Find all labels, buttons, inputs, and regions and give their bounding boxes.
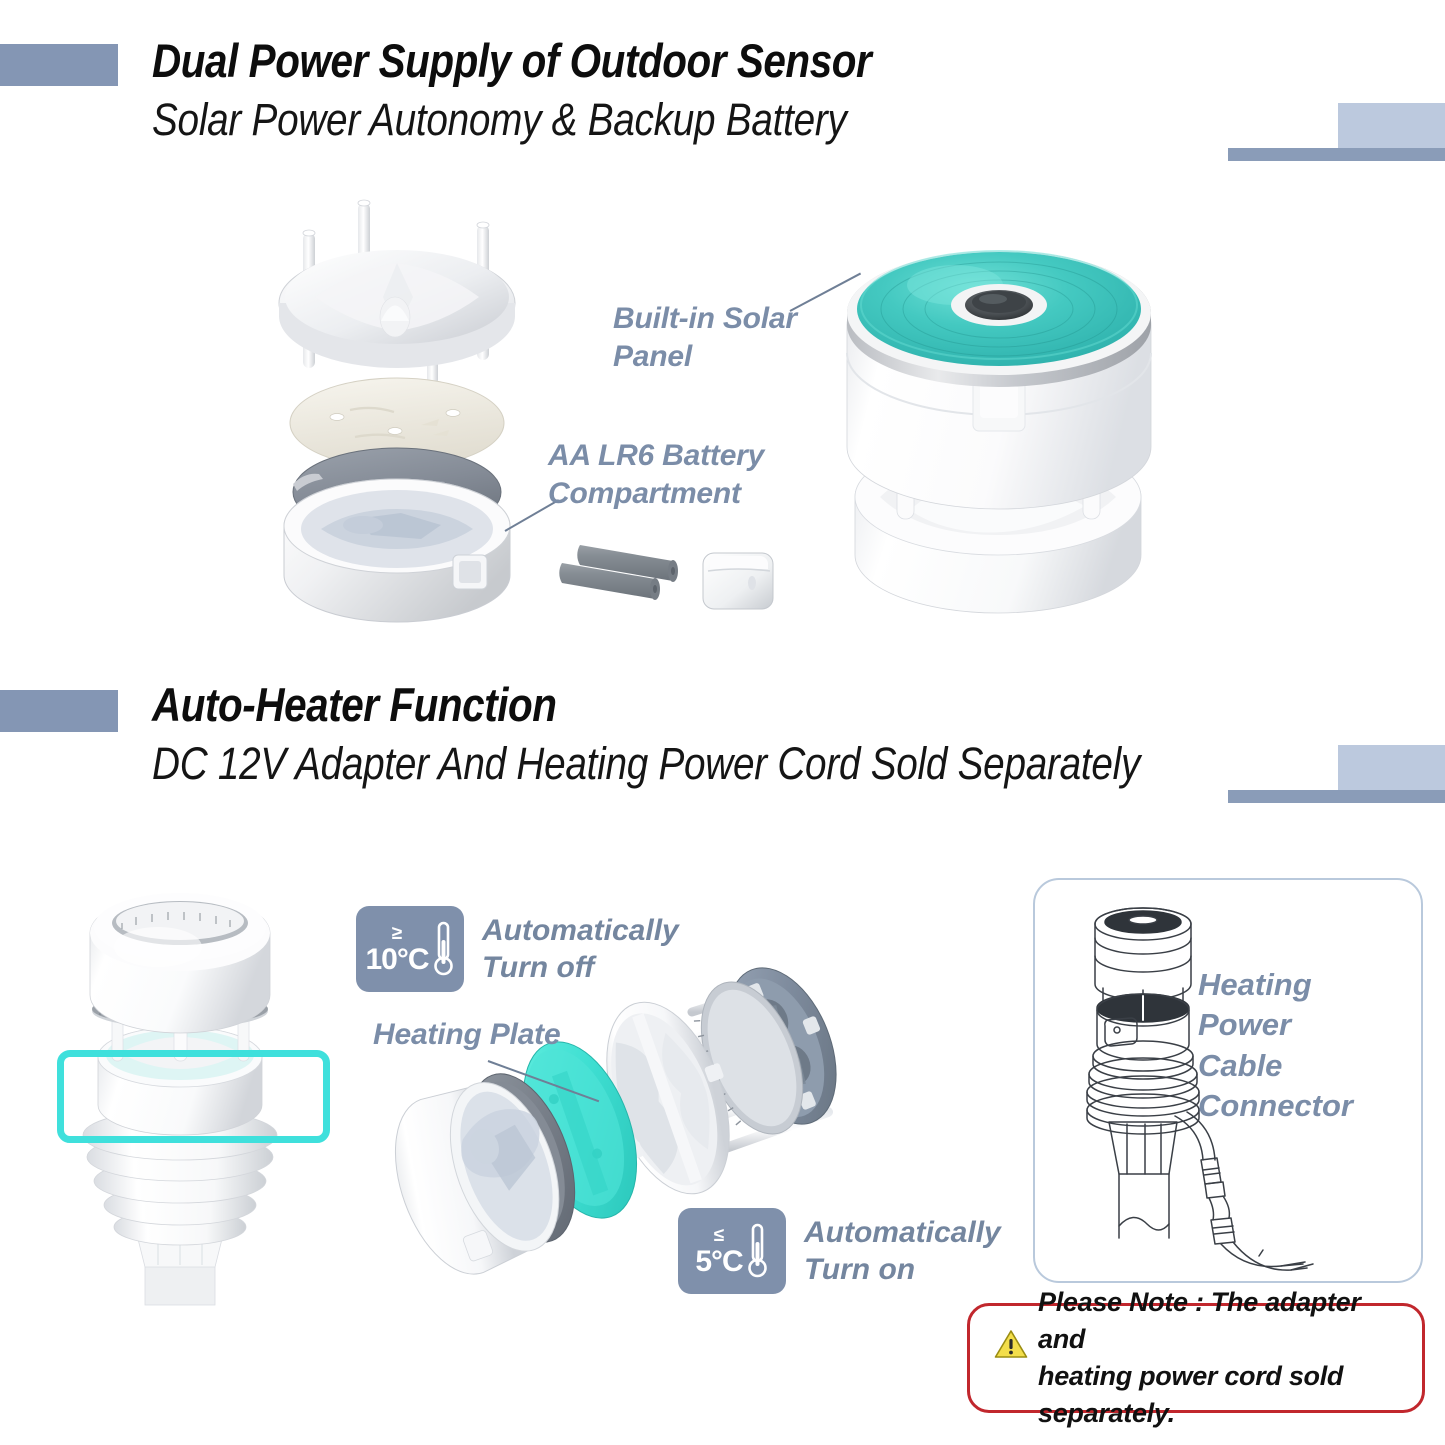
rotor-disc bbox=[278, 250, 516, 368]
badge-label-turn-off: Automatically Turn off bbox=[482, 912, 679, 987]
badge-text-low: ≤ 5°C bbox=[695, 1224, 743, 1278]
header-deco-bar-right-bottom bbox=[1228, 790, 1445, 803]
art-label-line-2: Power bbox=[1198, 1007, 1292, 1043]
callout-heating-plate: Heating Plate bbox=[373, 1016, 561, 1054]
battery-front bbox=[559, 563, 660, 600]
badge-comparator-high: ≥ bbox=[391, 922, 403, 944]
badge-label-turn-off-line-1: Automatically bbox=[482, 913, 679, 947]
heating-cable-line-art bbox=[1086, 907, 1314, 1271]
heater-impeller bbox=[606, 1001, 730, 1195]
badge-label-turn-on-line-2: Turn on bbox=[804, 1253, 916, 1286]
badge-text-high: ≥ 10°C bbox=[365, 922, 429, 976]
temperature-badge-low: ≤ 5°C bbox=[678, 1208, 786, 1294]
badge-comparator-low: ≤ bbox=[713, 1224, 725, 1246]
callout-battery-line-2: Compartment bbox=[548, 477, 741, 511]
section-2-subheading: DC 12V Adapter And Heating Power Cord So… bbox=[152, 738, 1301, 790]
built-in-solar-panel bbox=[857, 250, 1141, 366]
heater-housing-cylinder bbox=[394, 1082, 560, 1275]
section-1-subheading: Solar Power Autonomy & Backup Battery bbox=[152, 94, 960, 146]
callout-battery-compartment: AA LR6 Battery Compartment bbox=[548, 437, 764, 514]
warning-triangle-icon bbox=[994, 1330, 1028, 1358]
heater-exploded-illustration bbox=[394, 967, 837, 1275]
exploded-base-illustration bbox=[278, 199, 516, 623]
section-2-heading: Auto-Heater Function bbox=[152, 677, 622, 732]
aa-batteries-illustration bbox=[559, 545, 774, 610]
callout-solar-panel-line-1: Built-in Solar bbox=[613, 302, 797, 335]
battery-back bbox=[577, 545, 678, 582]
header-deco-box-right-top bbox=[1338, 103, 1445, 150]
section-2-title: Auto-Heater Function bbox=[152, 678, 557, 731]
thermometer-icon bbox=[433, 921, 453, 976]
badge-turn-off: ≥ 10°C Automatically Turn off bbox=[356, 906, 679, 992]
weather-station-photo bbox=[82, 893, 278, 1306]
callout-battery-line-1: AA LR6 Battery bbox=[548, 439, 765, 472]
badge-label-turn-off-line-2: Turn off bbox=[482, 951, 595, 984]
art-label-line-1: Heating bbox=[1198, 967, 1312, 1002]
header-deco-bar-left-bottom bbox=[0, 690, 118, 732]
outdoor-sensor-photo bbox=[846, 250, 1152, 614]
section-1-subtitle: Solar Power Autonomy & Backup Battery bbox=[152, 94, 847, 145]
art-panel-label: Heating Power Cable Connector bbox=[1198, 965, 1353, 1126]
thermometer-icon bbox=[747, 1223, 767, 1278]
heating-cable-panel bbox=[1033, 878, 1423, 1283]
sensor-dome bbox=[89, 893, 271, 1034]
section-2-subtitle: DC 12V Adapter And Heating Power Cord So… bbox=[152, 738, 1141, 789]
please-note-text: Please Note : The adapter and heating po… bbox=[1038, 1284, 1398, 1433]
station-stem bbox=[136, 1234, 224, 1306]
pcb-plate bbox=[289, 377, 505, 469]
art-label-line-4: Connector bbox=[1198, 1087, 1353, 1123]
heating-housing-highlight bbox=[57, 1050, 330, 1143]
header-deco-bar-right-top bbox=[1228, 148, 1445, 161]
header-deco-bar-left-top bbox=[0, 44, 118, 86]
heater-rear-disc bbox=[693, 981, 804, 1135]
note-line-2: heating power cord sold separately. bbox=[1038, 1361, 1344, 1429]
callout-solar-panel-line-2: Panel bbox=[613, 340, 693, 374]
badge-turn-on: ≤ 5°C Automatically Turn on bbox=[678, 1208, 1001, 1294]
badge-label-turn-on: Automatically Turn on bbox=[804, 1214, 1001, 1289]
callout-solar-panel: Built-in Solar Panel bbox=[613, 300, 797, 377]
art-label-line-3: Cable bbox=[1198, 1047, 1283, 1083]
battery-compartment-ring bbox=[283, 478, 511, 623]
temperature-badge-high: ≥ 10°C bbox=[356, 906, 464, 992]
badge-label-turn-on-line-1: Automatically bbox=[804, 1215, 1001, 1249]
battery-cover bbox=[702, 552, 774, 610]
callout-heating-plate-text: Heating Plate bbox=[373, 1018, 561, 1051]
section-1-title: Dual Power Supply of Outdoor Sensor bbox=[152, 34, 872, 87]
note-line-1: Please Note : The adapter and bbox=[1038, 1286, 1361, 1354]
please-note-box: Please Note : The adapter and heating po… bbox=[967, 1287, 1425, 1428]
section-1-heading: Dual Power Supply of Outdoor Sensor bbox=[152, 33, 988, 88]
badge-value-low: 5°C bbox=[695, 1244, 743, 1278]
header-deco-box-right-bottom bbox=[1338, 745, 1445, 792]
badge-value-high: 10°C bbox=[365, 942, 429, 976]
